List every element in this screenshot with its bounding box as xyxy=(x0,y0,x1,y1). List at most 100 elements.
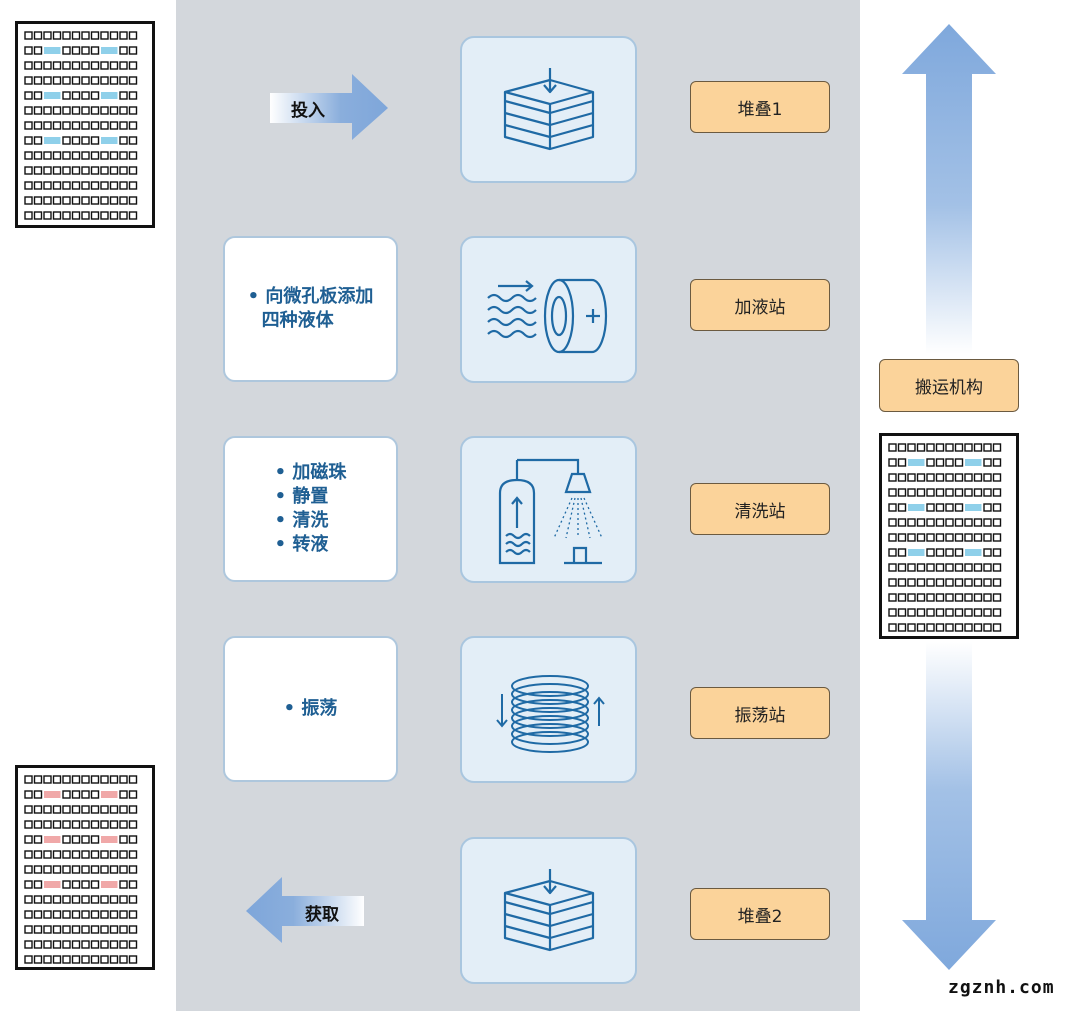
well xyxy=(109,895,119,904)
well xyxy=(119,106,128,115)
well xyxy=(128,790,138,799)
well xyxy=(33,850,43,859)
well xyxy=(62,91,71,100)
well xyxy=(954,503,964,512)
well xyxy=(973,578,983,587)
description-line: • 清洗 xyxy=(274,510,329,531)
well xyxy=(52,211,62,220)
well xyxy=(100,940,109,949)
well xyxy=(109,76,119,85)
well xyxy=(81,835,90,844)
well xyxy=(945,578,954,587)
well xyxy=(973,488,983,497)
well xyxy=(52,865,62,874)
well xyxy=(52,106,62,115)
well xyxy=(128,955,138,964)
well xyxy=(81,181,90,190)
highlighted-well xyxy=(44,881,61,888)
input-arrow xyxy=(270,74,388,140)
well xyxy=(128,196,138,205)
well xyxy=(90,196,100,205)
well xyxy=(128,880,138,889)
well xyxy=(973,443,983,452)
highlighted-well xyxy=(908,459,925,466)
well xyxy=(907,563,916,572)
well xyxy=(43,166,52,175)
well xyxy=(90,790,100,799)
well xyxy=(888,578,897,587)
well xyxy=(128,895,138,904)
well xyxy=(33,181,43,190)
well xyxy=(71,61,81,70)
well xyxy=(43,61,52,70)
well xyxy=(24,775,33,784)
well xyxy=(90,121,100,130)
well xyxy=(43,895,52,904)
well xyxy=(100,865,109,874)
well xyxy=(128,835,138,844)
well xyxy=(128,31,138,40)
well xyxy=(119,775,128,784)
well xyxy=(897,518,907,527)
well xyxy=(62,775,71,784)
well xyxy=(52,76,62,85)
well xyxy=(897,548,907,557)
well xyxy=(62,790,71,799)
well xyxy=(81,880,90,889)
well xyxy=(62,955,71,964)
well xyxy=(71,835,81,844)
well xyxy=(128,106,138,115)
well xyxy=(62,166,71,175)
well xyxy=(81,895,90,904)
well xyxy=(100,850,109,859)
well xyxy=(100,181,109,190)
input-arrow-label: 投入 xyxy=(291,101,325,121)
well xyxy=(81,151,90,160)
well xyxy=(128,151,138,160)
well xyxy=(973,593,983,602)
shake-icon-box xyxy=(460,636,637,783)
wash-icon-box xyxy=(460,436,637,583)
well xyxy=(33,940,43,949)
well xyxy=(43,955,52,964)
well xyxy=(973,473,983,482)
well xyxy=(907,578,916,587)
well xyxy=(90,925,100,934)
well xyxy=(71,955,81,964)
highlighted-well xyxy=(101,881,118,888)
well xyxy=(945,518,954,527)
stack-icon xyxy=(503,68,595,151)
well xyxy=(954,488,964,497)
well xyxy=(119,151,128,160)
well xyxy=(33,31,43,40)
well xyxy=(24,850,33,859)
highlighted-well xyxy=(44,137,61,144)
well xyxy=(33,136,43,145)
description-line: • 振荡 xyxy=(283,698,338,719)
well xyxy=(954,473,964,482)
well xyxy=(897,503,907,512)
well xyxy=(62,895,71,904)
transport-mechanism-label: 搬运机构 xyxy=(879,359,1019,412)
description-line: • 加磁珠 xyxy=(274,462,347,483)
well xyxy=(964,473,973,482)
highlighted-well xyxy=(101,836,118,843)
well xyxy=(935,488,945,497)
well xyxy=(128,820,138,829)
well xyxy=(109,955,119,964)
station-label-stack-2: 堆叠2 xyxy=(690,888,830,940)
highlighted-well xyxy=(965,504,982,511)
well xyxy=(926,533,935,542)
well xyxy=(90,850,100,859)
well xyxy=(128,136,138,145)
well xyxy=(24,820,33,829)
well xyxy=(916,608,926,617)
well xyxy=(62,835,71,844)
well xyxy=(916,533,926,542)
well xyxy=(81,925,90,934)
well xyxy=(52,196,62,205)
well xyxy=(109,805,119,814)
well xyxy=(43,805,52,814)
well xyxy=(33,106,43,115)
well xyxy=(90,865,100,874)
